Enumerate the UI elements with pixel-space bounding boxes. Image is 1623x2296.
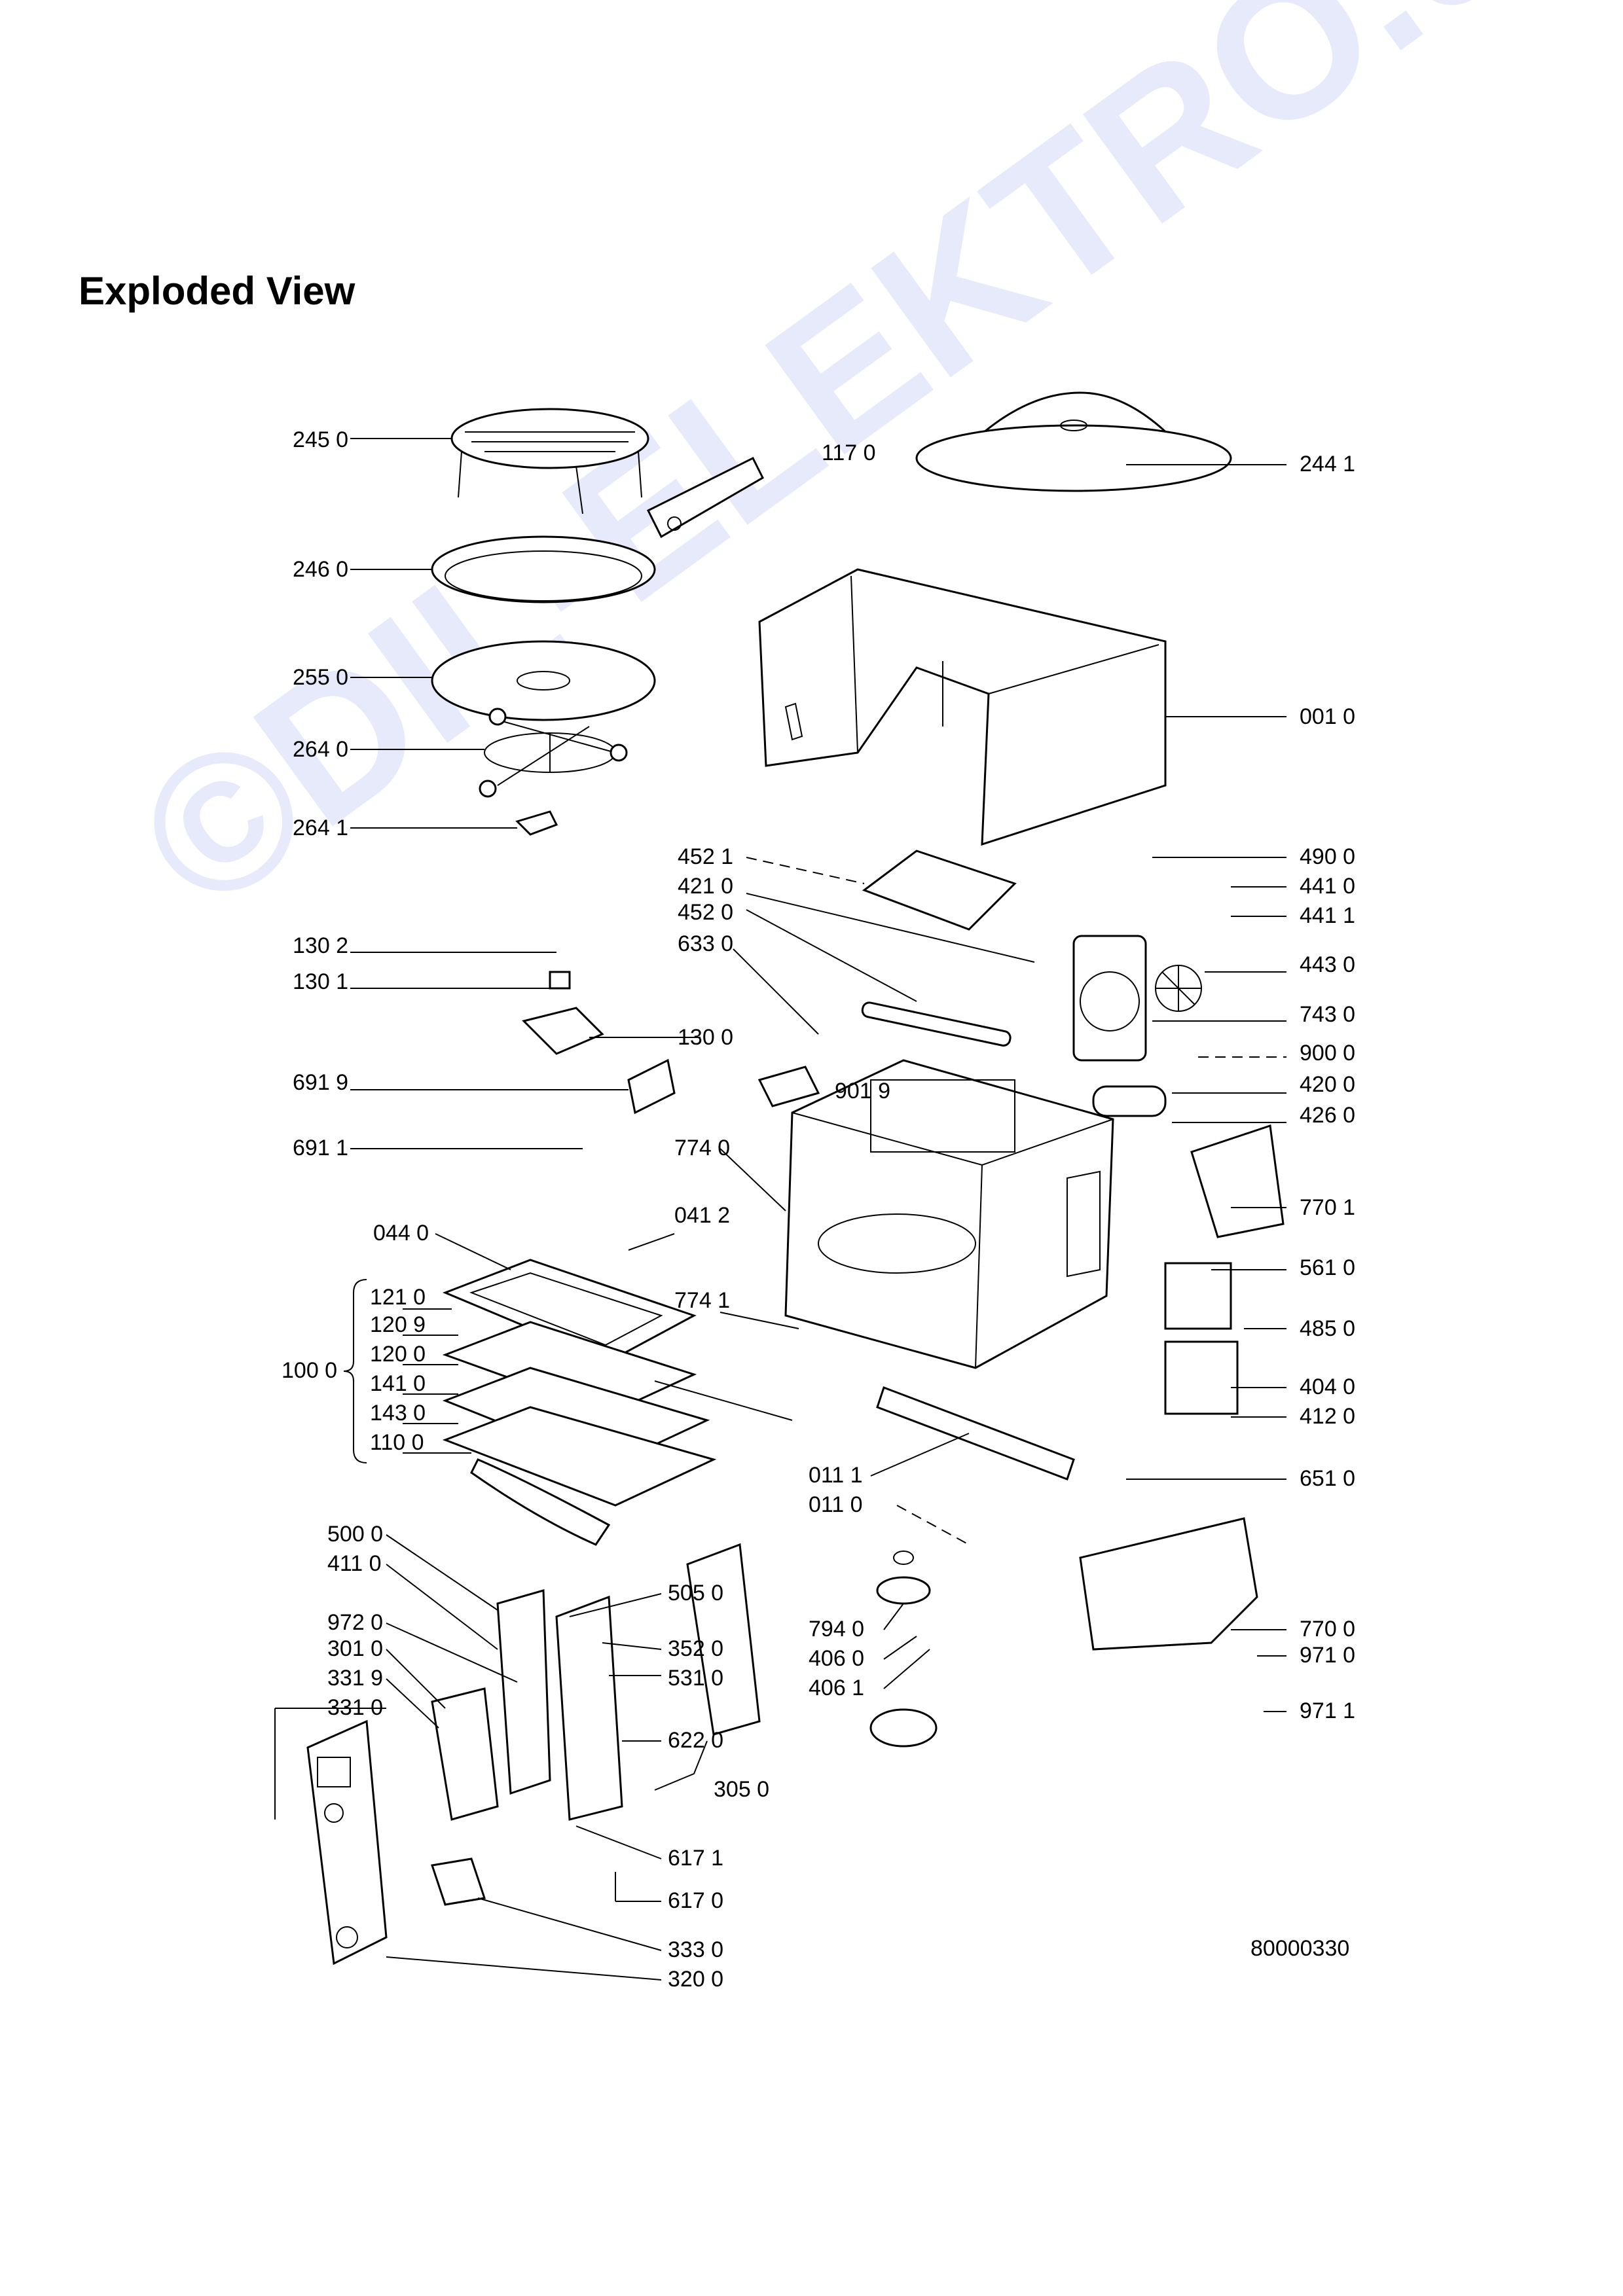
label-617-1: 617 1 xyxy=(668,1846,724,1871)
label-743-0: 743 0 xyxy=(1300,1002,1356,1027)
part-capacitor xyxy=(1092,1085,1167,1117)
label-100-0: 100 0 xyxy=(282,1358,338,1383)
label-305-0: 305 0 xyxy=(714,1777,770,1802)
part-coupler xyxy=(515,810,558,836)
label-141-0: 141 0 xyxy=(370,1371,426,1396)
label-244-1: 244 1 xyxy=(1300,452,1356,476)
label-130-1: 130 1 xyxy=(293,969,349,994)
label-121-0: 121 0 xyxy=(370,1285,426,1310)
part-control-panel xyxy=(306,1719,388,1965)
label-441-0: 441 0 xyxy=(1300,874,1356,899)
label-971-1: 971 1 xyxy=(1300,1698,1356,1723)
label-255-0: 255 0 xyxy=(293,665,349,690)
label-490-0: 490 0 xyxy=(1300,844,1356,869)
label-264-0: 264 0 xyxy=(293,737,349,762)
part-waveguide xyxy=(1079,1517,1258,1651)
label-485-0: 485 0 xyxy=(1300,1316,1356,1341)
label-320-0: 320 0 xyxy=(668,1967,724,1992)
label-044-0: 044 0 xyxy=(373,1221,429,1246)
label-774-1: 774 1 xyxy=(674,1288,731,1313)
part-door-frame xyxy=(442,1259,793,1546)
label-691-9: 691 9 xyxy=(293,1070,349,1095)
part-transformer xyxy=(1164,1262,1239,1415)
label-972-0: 972 0 xyxy=(327,1610,384,1635)
part-fan-motor xyxy=(1072,935,1202,1062)
label-441-1: 441 1 xyxy=(1300,903,1356,928)
part-lamp-cover xyxy=(862,850,1017,931)
label-794-0: 794 0 xyxy=(809,1617,865,1641)
label-406-0: 406 0 xyxy=(809,1646,865,1671)
leader-lines xyxy=(274,438,1286,1981)
label-901-9: 901 9 xyxy=(835,1079,891,1103)
label-120-0: 120 0 xyxy=(370,1342,426,1367)
label-770-1: 770 1 xyxy=(1300,1195,1356,1220)
part-heater-tube xyxy=(861,1001,1012,1047)
part-handle xyxy=(646,456,764,539)
label-143-0: 143 0 xyxy=(370,1401,426,1426)
label-452-1: 452 1 xyxy=(678,844,734,869)
part-roller-ring xyxy=(479,708,628,798)
label-411-0: 411 0 xyxy=(327,1551,382,1576)
label-011-0: 011 0 xyxy=(809,1492,863,1517)
label-406-1: 406 1 xyxy=(809,1676,865,1700)
label-245-0: 245 0 xyxy=(293,427,349,452)
label-651-0: 651 0 xyxy=(1300,1466,1356,1491)
label-971-0: 971 0 xyxy=(1300,1643,1356,1668)
label-443-0: 443 0 xyxy=(1300,952,1356,977)
label-531-0: 531 0 xyxy=(668,1666,724,1691)
label-505-0: 505 0 xyxy=(668,1581,724,1605)
label-691-1: 691 1 xyxy=(293,1136,349,1160)
label-264-1: 264 1 xyxy=(293,816,349,840)
label-412-0: 412 0 xyxy=(1300,1404,1356,1429)
part-turntable-motor xyxy=(869,1551,938,1748)
label-130-0: 130 0 xyxy=(678,1025,734,1050)
label-041-2: 041 2 xyxy=(674,1203,731,1228)
label-500-0: 500 0 xyxy=(327,1522,384,1547)
label-246-0: 246 0 xyxy=(293,557,349,582)
label-420-0: 420 0 xyxy=(1300,1072,1356,1097)
label-421-0: 421 0 xyxy=(678,874,734,899)
label-001-0: 001 0 xyxy=(1300,704,1356,729)
label-117-0: 117 0 xyxy=(822,440,876,465)
label-426-0: 426 0 xyxy=(1300,1103,1356,1128)
label-617-0: 617 0 xyxy=(668,1888,724,1913)
page-title: Exploded View xyxy=(79,269,356,313)
label-130-2: 130 2 xyxy=(293,933,349,958)
label-774-0: 774 0 xyxy=(674,1136,731,1160)
label-633-0: 633 0 xyxy=(678,931,734,956)
document-number: 80000330 xyxy=(1250,1936,1350,1961)
part-grill-rack xyxy=(450,408,649,514)
label-301-0: 301 0 xyxy=(327,1636,384,1661)
label-770-0: 770 0 xyxy=(1300,1617,1356,1641)
label-333-0: 333 0 xyxy=(668,1937,724,1962)
part-plates xyxy=(431,535,656,721)
part-air-duct xyxy=(1190,1124,1285,1238)
part-oven-cavity xyxy=(784,1059,1114,1369)
part-cover xyxy=(915,391,1232,492)
label-331-0: 331 0 xyxy=(327,1695,384,1720)
label-404-0: 404 0 xyxy=(1300,1374,1356,1399)
label-900-0: 900 0 xyxy=(1300,1041,1356,1066)
part-bottom-rail xyxy=(876,1386,1075,1480)
label-120-9: 120 9 xyxy=(370,1312,426,1337)
label-011-1: 011 1 xyxy=(809,1463,863,1488)
part-outer-casing xyxy=(758,568,1167,846)
label-331-9: 331 9 xyxy=(327,1666,384,1691)
part-electronic-boards xyxy=(431,1543,761,1906)
label-452-0: 452 0 xyxy=(678,900,734,925)
label-561-0: 561 0 xyxy=(1300,1255,1356,1280)
label-110-0: 110 0 xyxy=(370,1430,424,1455)
label-622-0: 622 0 xyxy=(668,1728,724,1753)
part-switches xyxy=(522,971,820,1115)
label-352-0: 352 0 xyxy=(668,1636,724,1661)
